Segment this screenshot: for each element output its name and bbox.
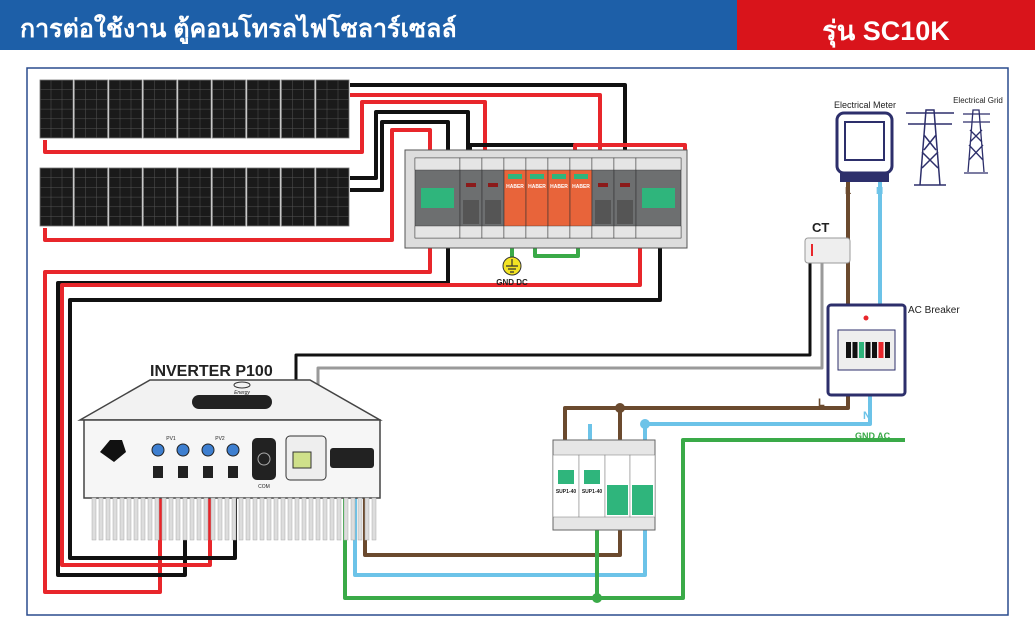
grid-label: Electrical Grid: [953, 96, 1003, 105]
ac-breaker-label: AC Breaker: [908, 305, 960, 316]
ct-label: CT: [812, 220, 829, 235]
pv-connector: [176, 443, 190, 457]
junction: [640, 419, 650, 429]
model-label: รุ่น SC10K: [822, 16, 950, 46]
l-wire-breaker: [563, 395, 850, 440]
combiner-modules: [414, 157, 682, 239]
dc-wire-black: [350, 83, 627, 152]
ac-surge-protector: [578, 454, 606, 518]
com-label: COM: [258, 484, 270, 490]
meter-label: Electrical Meter: [834, 100, 896, 110]
dc-spd-brand-label: HABER: [550, 184, 568, 190]
spd-bridge-wire: [533, 248, 580, 258]
dc-spd-brand-label: HABER: [506, 184, 524, 190]
breaker-n-label: N: [863, 410, 871, 422]
dc-spd-brand-label: HABER: [572, 184, 590, 190]
ct-sensor-icon: [804, 237, 851, 264]
dc-wire-red: [350, 93, 602, 152]
meter-l-label: L: [845, 186, 851, 197]
ac-spd-model-label: SUP1-40: [556, 489, 577, 495]
dc-wire-red: [43, 128, 432, 242]
header-model-bar: รุ่น SC10K: [737, 0, 1035, 50]
breaker-l-label: L: [818, 397, 825, 409]
junction: [592, 593, 602, 603]
dc-switch-icon[interactable]: [100, 440, 126, 462]
pv2-negative-wire: [68, 248, 662, 560]
com-port: [252, 438, 276, 480]
meter-n-label: N: [876, 186, 883, 197]
header-title-bar: การต่อใช้งาน ตู้คอนโทรลไฟโซลาร์เซลล์: [0, 0, 737, 50]
pv2-label: PV2: [215, 436, 225, 442]
inverter-body: [83, 419, 381, 499]
dc-wire-red: [43, 100, 487, 154]
pv1-positive-wire: [43, 248, 432, 594]
gnd-dc-label: GND DC: [496, 278, 528, 287]
pv-connector: [151, 443, 165, 457]
dc-spd-brand-label: HABER: [528, 184, 546, 190]
gnd-ac-label: GND AC: [855, 431, 891, 441]
pv1-label: PV1: [166, 436, 176, 442]
dc-wire-black: [350, 120, 450, 192]
junction: [615, 403, 625, 413]
wires: [43, 83, 905, 600]
dc-wire-black: [350, 110, 470, 180]
diagram-frame: [26, 67, 1009, 616]
ac-spd-model-label: SUP1-40: [582, 489, 603, 495]
inverter-label: INVERTER P100: [150, 363, 273, 380]
transmission-tower-icon: [906, 109, 954, 186]
solar-panel-array: [39, 79, 350, 227]
pv-connector: [226, 443, 240, 457]
pv-connector: [201, 443, 215, 457]
transmission-tower-icon: [963, 109, 990, 174]
brand-logo: Energy: [234, 390, 250, 396]
pv2-positive-wire: [60, 248, 642, 567]
ac-output-terminal: [330, 448, 374, 468]
gnd-ac-wire: [343, 438, 905, 600]
n-wire-breaker: [588, 395, 872, 440]
ac-surge-protector: [552, 454, 580, 518]
page-title: การต่อใช้งาน ตู้คอนโทรลไฟโซลาร์เซลล์: [20, 15, 457, 43]
